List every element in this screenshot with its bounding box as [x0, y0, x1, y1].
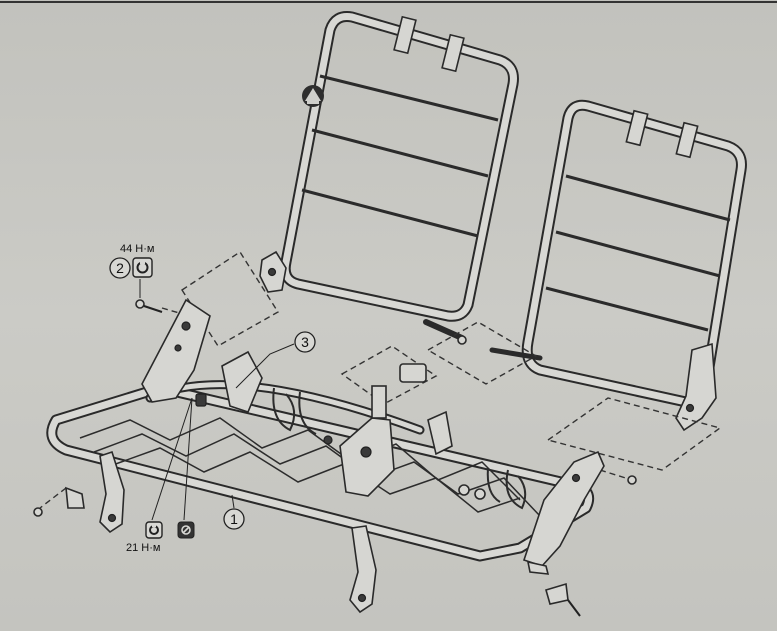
lower-torque-callout: 21 Н·м	[126, 397, 195, 554]
lower-torque-label: 21 Н·м	[126, 542, 160, 554]
callout-1: 1	[223, 494, 245, 530]
callout-3: 3	[235, 331, 316, 389]
thread-locker-icon	[177, 521, 195, 539]
callout-3-label: 3	[301, 334, 309, 350]
callout-2-label: 2	[116, 260, 124, 276]
callout-2: 2 44 Н·м	[109, 243, 154, 298]
car-logo-icon	[302, 85, 324, 107]
seat-cushion-frame	[33, 298, 637, 617]
callout-1-label: 1	[230, 511, 238, 527]
right-seatback-frame	[489, 99, 747, 432]
upper-torque-label: 44 Н·м	[120, 243, 154, 255]
torque-wrench-icon	[145, 521, 163, 539]
torque-wrench-icon	[132, 257, 153, 278]
left-seatback-frame	[259, 11, 519, 345]
